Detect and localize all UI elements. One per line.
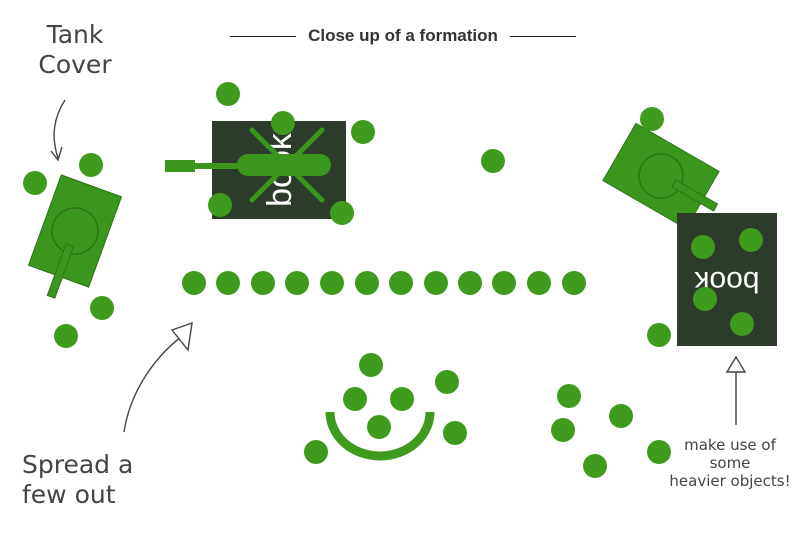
soldier-token-icon: [79, 153, 103, 177]
soldier-token-icon: [182, 271, 206, 295]
soldier-token-icon: [304, 440, 328, 464]
soldier-token-icon: [551, 418, 575, 442]
soldier-token-icon: [216, 271, 240, 295]
spread-out-label-line-2: few out: [22, 480, 116, 509]
soldier-token-icon: [458, 271, 482, 295]
tank-icon-crossed: [165, 154, 331, 176]
soldier-token-icon: [351, 120, 375, 144]
soldier-token-icon: [389, 271, 413, 295]
arrowhead-tank-cover: [50, 146, 63, 162]
soldier-token-icon: [424, 271, 448, 295]
soldier-token-icon: [330, 201, 354, 225]
arrowhead-spread: [170, 321, 193, 352]
soldier-token-icon: [355, 271, 379, 295]
soldier-token-icon: [647, 323, 671, 347]
soldier-token-icon: [739, 228, 763, 252]
spread-out-label: Spread a few out: [22, 450, 152, 510]
soldier-token-icon: [390, 387, 414, 411]
soldier-token-icon: [527, 271, 551, 295]
heavier-objects-label: make use of some heavier objects!: [662, 436, 798, 490]
diagram-title: Close up of a formation: [230, 24, 576, 48]
arrow-icon-tank-cover: [53, 99, 66, 159]
title-rule-right: [509, 35, 576, 37]
title-text: Close up of a formation: [308, 26, 498, 45]
soldier-token-icon: [647, 440, 671, 464]
title-rule-left: [230, 35, 297, 37]
tank-barrel: [190, 163, 250, 169]
soldier-token-icon: [640, 107, 664, 131]
arc-formation: [325, 411, 435, 461]
soldier-tokens: [23, 82, 763, 478]
soldier-token-icon: [271, 111, 295, 135]
soldier-token-icon: [443, 421, 467, 445]
soldier-token-icon: [693, 287, 717, 311]
soldier-token-icon: [208, 193, 232, 217]
soldier-token-icon: [251, 271, 275, 295]
soldier-token-icon: [285, 271, 309, 295]
tank-cover-label-line-2: Cover: [38, 50, 112, 79]
soldier-token-icon: [23, 171, 47, 195]
arrows: [50, 99, 747, 433]
heavier-objects-label-line-2: some: [709, 454, 751, 472]
soldier-token-icon: [562, 271, 586, 295]
soldier-token-icon: [320, 271, 344, 295]
arrow-icon-spread: [123, 331, 189, 433]
soldier-token-icon: [54, 324, 78, 348]
soldier-token-icon: [343, 387, 367, 411]
tank-cover-label-line-1: Tank: [46, 20, 104, 49]
heavier-objects-label-line-1: make use of: [684, 436, 776, 454]
soldier-token-icon: [691, 235, 715, 259]
book-icon-right: book: [677, 213, 777, 346]
soldier-token-icon: [609, 404, 633, 428]
soldier-token-icon: [359, 353, 383, 377]
soldier-token-icon: [216, 82, 240, 106]
soldier-token-icon: [492, 271, 516, 295]
soldier-token-icon: [90, 296, 114, 320]
soldier-token-icon: [435, 370, 459, 394]
soldier-token-icon: [481, 149, 505, 173]
heavier-objects-label-line-3: heavier objects!: [669, 472, 791, 490]
tank-icon-right: [602, 122, 720, 230]
tank-muzzle: [165, 160, 195, 172]
arrowhead-heavy: [725, 355, 747, 373]
soldier-token-icon: [730, 312, 754, 336]
soldier-token-icon: [367, 415, 391, 439]
tank-cover-label: Tank Cover: [20, 20, 130, 80]
soldier-token-icon: [583, 454, 607, 478]
tank-icon-left: [27, 174, 123, 299]
soldier-token-icon: [557, 384, 581, 408]
cross-line-b: [249, 127, 325, 203]
spread-out-label-line-1: Spread a: [22, 450, 134, 479]
cross-icon: [249, 127, 325, 203]
